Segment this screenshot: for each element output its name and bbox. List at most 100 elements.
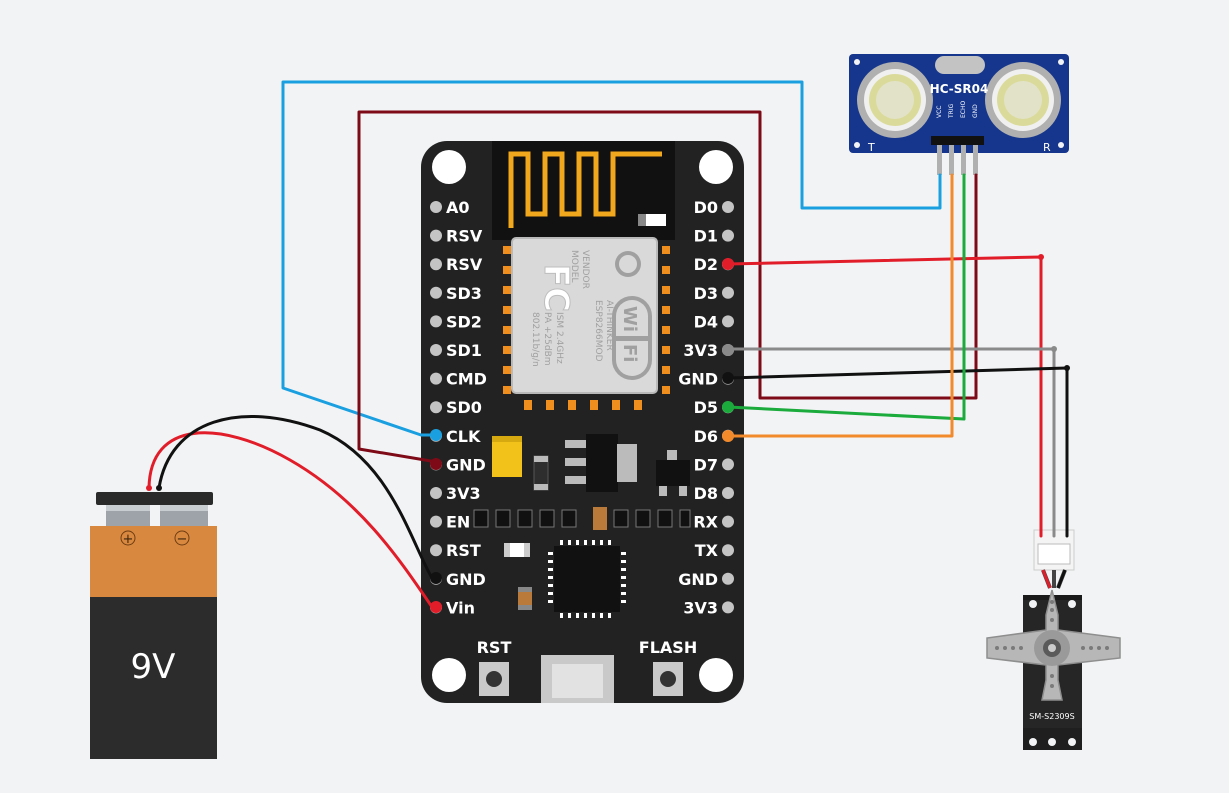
module-vendor-name: AI-THINKER [604, 300, 614, 351]
transmitter-transducer [857, 62, 933, 138]
pin-right-9[interactable] [722, 458, 734, 471]
pin-right-10[interactable] [722, 487, 734, 499]
pin-right-0[interactable] [722, 201, 734, 213]
svg-text:ISM 2.4GHz: ISM 2.4GHz [554, 312, 564, 364]
led [504, 543, 530, 557]
sensor-pin-label-0: VCC [936, 106, 943, 118]
pin-label-left-9: GND [446, 455, 486, 474]
pin-label-left-13: GND [446, 570, 486, 589]
pin-left-5[interactable] [430, 344, 442, 356]
servo-horn [986, 589, 1121, 701]
svg-text:VENDOR: VENDOR [580, 250, 590, 289]
pin-right-3[interactable] [722, 286, 734, 299]
sensor-t-label: T [867, 141, 875, 154]
pin-right-11[interactable] [722, 515, 734, 528]
pin-label-right-3: D3 [694, 284, 718, 303]
battery-terminal-cap [96, 492, 213, 505]
mounting-hole [699, 150, 733, 184]
sensor-pin-label-3: GND [972, 104, 979, 118]
pin-label-right-2: D2 [694, 255, 718, 274]
pin-marker-7 [722, 401, 734, 413]
servo-model-label: SM-S2309S [1029, 712, 1074, 721]
pin-label-left-6: CMD [446, 370, 487, 389]
wire-gnd-to-sensor-gnd[interactable] [357, 110, 978, 464]
pin-label-right-7: D5 [694, 398, 718, 417]
pin-label-left-4: SD2 [446, 312, 482, 331]
voltage-regulator [586, 434, 618, 492]
wire-d6-to-sensor-trig[interactable] [726, 173, 954, 438]
wire-d5-to-sensor-echo[interactable] [726, 173, 966, 421]
pin-marker-2 [430, 572, 442, 584]
battery-voltage-label: 9V [131, 647, 176, 687]
battery-minus-sign: − [177, 532, 188, 547]
mounting-hole [432, 658, 466, 692]
usb-serial-chip [548, 540, 626, 618]
pin-connection-markers [430, 258, 734, 613]
pin-label-right-1: D1 [694, 227, 718, 246]
pin-label-left-2: RSV [446, 255, 483, 274]
pin-label-right-5: 3V3 [683, 341, 718, 360]
wire-battery-positive-to-vin[interactable] [147, 431, 434, 609]
pin-left-6[interactable] [430, 372, 442, 385]
pin-left-3[interactable] [430, 286, 442, 299]
pin-right-1[interactable] [722, 229, 734, 242]
pin-label-right-13: GND [678, 570, 718, 589]
pin-left-12[interactable] [430, 544, 442, 557]
battery-body [90, 597, 217, 759]
module-pads [503, 246, 670, 410]
pin-left-1[interactable] [430, 229, 442, 242]
tantalum-capacitor [492, 436, 522, 477]
pin-label-left-11: EN [446, 513, 470, 532]
pin-left-11[interactable] [430, 515, 442, 528]
pin-label-right-0: D0 [694, 198, 718, 217]
pin-label-left-10: 3V3 [446, 484, 481, 503]
servo-motor[interactable]: SM-S2309S [986, 529, 1121, 750]
rst-button-label: RST [477, 638, 512, 657]
sensor-name-label: HC-SR04 [930, 82, 989, 96]
wire-endpoints [146, 254, 1070, 491]
nodemcu-board[interactable]: FC MODEL VENDOR ESP8266MOD AI-THINKER IS… [421, 141, 744, 703]
pin-label-right-4: D4 [694, 312, 718, 331]
pin-marker-0 [430, 429, 442, 441]
pin-left-10[interactable] [430, 487, 442, 499]
sensor-pin-label-2: ECHO [960, 101, 967, 118]
svg-text:PA +25dBm: PA +25dBm [542, 312, 552, 366]
battery-9v[interactable]: + − 9V [90, 492, 217, 759]
pin-label-left-12: RST [446, 541, 481, 560]
pin-left-2[interactable] [430, 258, 442, 271]
pin-label-left-1: RSV [446, 227, 483, 246]
pin-label-right-12: TX [695, 541, 719, 560]
wire-battery-negative-to-gnd[interactable] [157, 414, 434, 580]
flash-button[interactable] [653, 662, 683, 696]
left-pin-header: A0RSVRSVSD3SD2SD1CMDSD0CLKGND3V3ENRSTGND… [430, 198, 487, 617]
pin-left-4[interactable] [430, 315, 442, 328]
pin-marker-6 [722, 372, 734, 384]
mounting-hole [432, 150, 466, 184]
wire-gnd-to-servo-ground[interactable] [726, 366, 1069, 538]
crystal-oscillator [935, 56, 985, 74]
pin-right-13[interactable] [722, 572, 734, 585]
receiver-transducer [985, 62, 1061, 138]
pin-right-12[interactable] [722, 544, 734, 557]
pin-left-0[interactable] [430, 201, 442, 213]
pin-right-4[interactable] [722, 315, 734, 328]
pin-label-right-10: D8 [694, 484, 718, 503]
smd-capacitor [518, 587, 532, 610]
wire-clk-to-sensor-vcc[interactable] [281, 80, 942, 437]
pin-label-right-11: RX [693, 513, 718, 532]
pin-label-left-8: CLK [446, 427, 481, 446]
smd-resistor-row [473, 509, 691, 528]
esp8266-module: FC MODEL VENDOR ESP8266MOD AI-THINKER IS… [511, 237, 658, 394]
pin-marker-8 [722, 430, 734, 442]
pin-left-7[interactable] [430, 401, 442, 414]
pin-label-left-5: SD1 [446, 341, 482, 360]
pin-label-left-7: SD0 [446, 398, 482, 417]
sensor-r-label: R [1043, 141, 1051, 154]
svg-text:MODEL: MODEL [569, 250, 579, 282]
pin-marker-4 [722, 258, 734, 270]
rst-button[interactable] [479, 662, 509, 696]
pin-right-14[interactable] [722, 601, 734, 614]
transistor [656, 460, 690, 486]
